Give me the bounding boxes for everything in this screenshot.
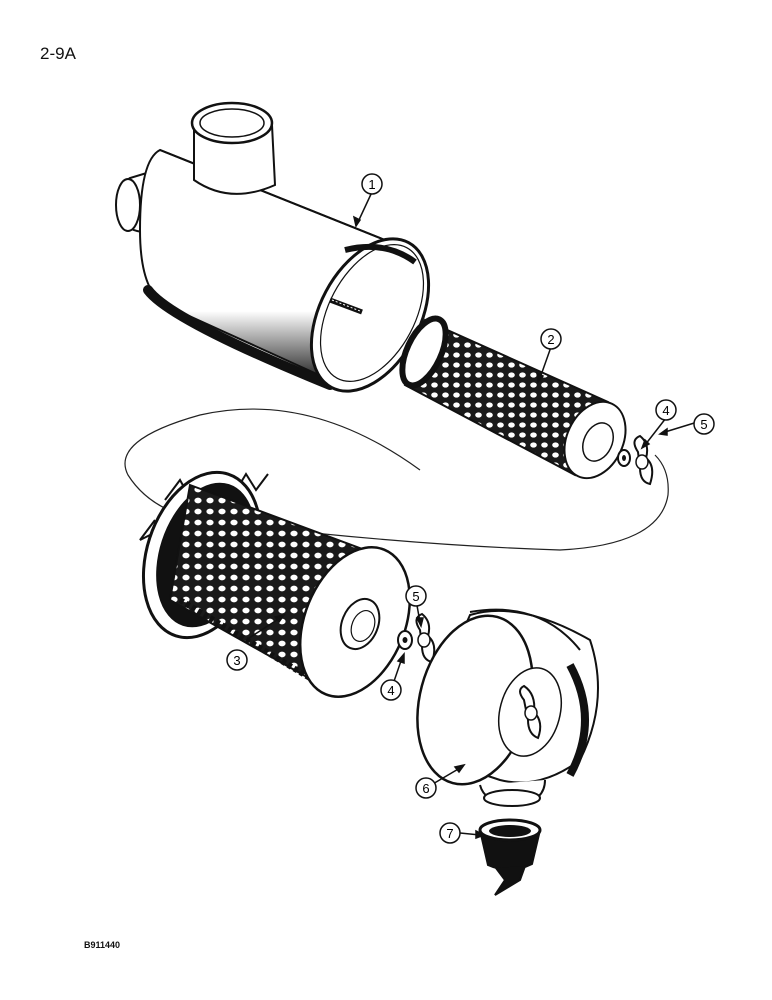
callout-7: 7: [439, 822, 461, 844]
callout-label: 2: [547, 332, 554, 347]
cover: [416, 608, 599, 807]
callout-label: 5: [412, 589, 419, 604]
callout-2: 2: [540, 328, 562, 350]
callout-label: 6: [422, 781, 429, 796]
figure-code: B911440: [84, 940, 121, 950]
callout-label: 1: [368, 177, 375, 192]
primary-filter-element: [139, 470, 412, 698]
callout-1: 1: [361, 173, 383, 195]
washer-lower: [397, 630, 413, 650]
callout-4-lower: 4: [380, 679, 402, 701]
page-number: 2-9A: [40, 44, 76, 63]
callout-4-upper: 4: [655, 399, 677, 421]
callout-3: 3: [226, 649, 248, 671]
wing-nut-upper: [633, 434, 654, 486]
callout-label: 4: [662, 403, 669, 418]
dust-valve: [478, 818, 542, 896]
inner-filter-element: [399, 315, 627, 480]
callout-label: 3: [233, 653, 240, 668]
callout-label: 5: [700, 417, 707, 432]
callout-5-upper: 5: [693, 413, 715, 435]
callout-6: 6: [415, 777, 437, 799]
washer-upper: [617, 449, 631, 467]
callout-label: 4: [387, 683, 394, 698]
callout-label: 7: [446, 826, 453, 841]
callout-5-lower: 5: [405, 585, 427, 607]
